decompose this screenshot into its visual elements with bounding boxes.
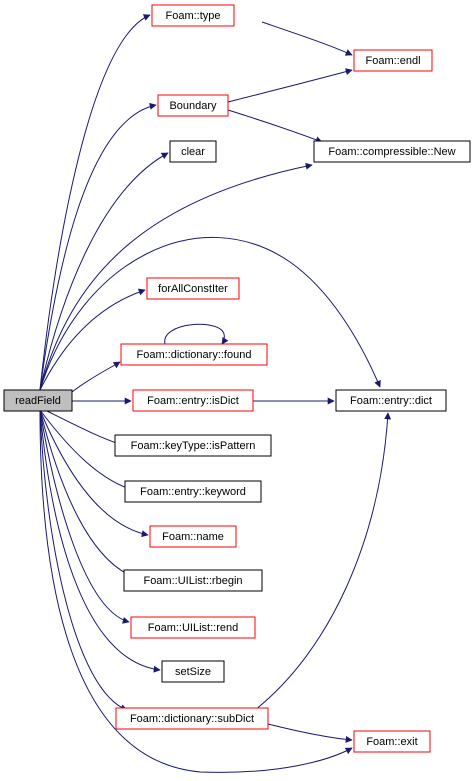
node-foam-type-label: Foam::type [165, 10, 220, 22]
node-foam-keytype-ispattern[interactable]: Foam::keyType::isPattern [114, 434, 272, 457]
node-foam-entry-keyword-label: Foam::entry::keyword [140, 486, 246, 498]
edge-readfield-forallconstiter [39, 288, 146, 391]
edge-readfield-compressible-new [39, 162, 313, 391]
edge-boundary-compressible-new [227, 109, 323, 144]
edge-readfield-entry-keyword [39, 409, 134, 492]
node-clear[interactable]: clear [169, 140, 217, 163]
node-boundary-label: Boundary [169, 100, 217, 112]
node-foam-entry-keyword[interactable]: Foam::entry::keyword [124, 480, 262, 503]
node-foam-dictionary-subdict-label: Foam::dictionary::subDict [130, 713, 254, 725]
node-foam-uilist-rbegin-label: Foam::UIList::rbegin [143, 575, 242, 587]
node-foam-entry-dict-label: Foam::entry::dict [350, 395, 432, 407]
edge-readfield-name [39, 409, 149, 538]
node-foam-entry-dict[interactable]: Foam::entry::dict [335, 389, 447, 412]
node-foam-endl-label: Foam::endl [365, 55, 420, 67]
edge-readfield-type [39, 14, 151, 391]
edge-readfield-entry-dict [39, 237, 381, 391]
node-foam-uilist-rend[interactable]: Foam::UIList::rend [130, 616, 256, 639]
node-foam-name[interactable]: Foam::name [149, 525, 237, 548]
node-foam-entry-isdict-label: Foam::entry::isDict [147, 395, 239, 407]
node-boundary[interactable]: Boundary [157, 94, 229, 117]
edge-readfield-keytype-ispattern [44, 409, 126, 448]
edge-type-endl [261, 21, 353, 56]
node-foam-exit[interactable]: Foam::exit [353, 730, 431, 753]
node-foam-type[interactable]: Foam::type [151, 4, 235, 27]
node-foam-compressible-new[interactable]: Foam::compressible::New [313, 140, 471, 163]
node-foam-compressible-new-label: Foam::compressible::New [328, 146, 455, 158]
edge-readfield-setsize [39, 409, 161, 673]
node-foam-uilist-rbegin[interactable]: Foam::UIList::rbegin [123, 569, 263, 592]
node-foam-dictionary-found-label: Foam::dictionary::found [137, 349, 252, 361]
edge-readfield-boundary [39, 102, 157, 391]
node-readfield[interactable]: readField [3, 389, 73, 412]
node-foam-name-label: Foam::name [162, 531, 224, 543]
edge-dictionary-subdict-entry-dict [254, 412, 392, 711]
node-forallconstiter[interactable]: forAllConstIter [146, 277, 240, 300]
edge-boundary-endl [227, 68, 353, 103]
node-foam-endl[interactable]: Foam::endl [353, 49, 433, 72]
edge-readfield-dictionary-subdict [39, 409, 128, 711]
edge-readfield-clear [39, 152, 169, 391]
node-clear-label: clear [181, 146, 205, 158]
node-readfield-label: readField [15, 395, 61, 407]
node-foam-uilist-rend-label: Foam::UIList::rend [148, 622, 238, 634]
node-setsize-label: setSize [175, 666, 211, 678]
node-forallconstiter-label: forAllConstIter [158, 283, 228, 295]
edge-readfield-dictionary-found [71, 361, 121, 393]
edge-readfield-uilist-rend [39, 409, 130, 624]
node-foam-keytype-ispattern-label: Foam::keyType::isPattern [131, 440, 256, 452]
node-foam-dictionary-found[interactable]: Foam::dictionary::found [120, 343, 268, 366]
node-foam-exit-label: Foam::exit [366, 736, 417, 748]
edge-dictionary-subdict-exit [267, 723, 353, 743]
node-foam-entry-isdict[interactable]: Foam::entry::isDict [132, 389, 254, 412]
edge-readfield-uilist-rbegin [39, 409, 135, 578]
edge-readfield-exit [39, 409, 353, 773]
node-setsize[interactable]: setSize [161, 660, 225, 683]
node-foam-dictionary-subdict[interactable]: Foam::dictionary::subDict [115, 707, 269, 730]
edge-dictionary-found-self [164, 323, 229, 345]
